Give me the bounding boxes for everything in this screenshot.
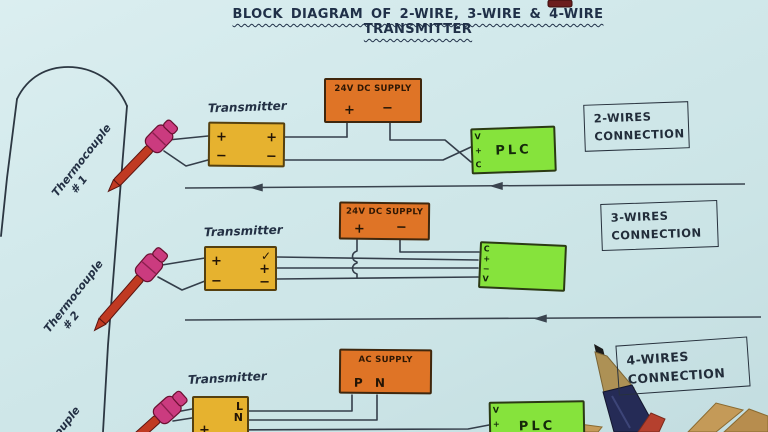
plc-2-label	[481, 258, 564, 262]
dc-supply-2-label: 24V DC SUPPLY	[345, 206, 424, 218]
hand-fingers	[554, 402, 768, 432]
dc-supply-1-box: 24V DC SUPPLY + −	[324, 78, 422, 123]
plc-terminal-c: C	[483, 244, 490, 254]
terminal-plus: +	[215, 129, 228, 145]
connection-label-3wires: 3-WIRES CONNECTION	[600, 199, 719, 251]
terminal-n: N	[233, 411, 243, 424]
dc-supply-1-label: 24V DC SUPPLY	[334, 84, 412, 94]
dc-supply-2-box: 24V DC SUPPLY + −	[338, 201, 431, 241]
section-divider-lines	[184, 181, 762, 323]
terminal-plus: +	[353, 221, 365, 237]
board-magnet	[547, 0, 573, 8]
pen	[594, 344, 659, 432]
output-check-terminal: ✓	[260, 249, 271, 263]
connection-line2: CONNECTION	[611, 225, 702, 243]
pen-point	[594, 344, 605, 357]
terminal-minus: −	[265, 149, 277, 165]
terminal-l: L	[235, 400, 243, 413]
ac-supply-label: AC SUPPLY	[358, 354, 413, 366]
transmitter-1-box: + − + −	[207, 121, 286, 168]
transmitter-2-box: + − ✓ + −	[204, 246, 277, 291]
plc-terminal-v: V	[482, 274, 489, 284]
transmitter-1-label: Transmitter	[207, 98, 287, 116]
wires-4wire	[172, 394, 490, 431]
plc-2-box: C + − V	[478, 241, 567, 292]
terminal-minus: −	[382, 101, 393, 116]
terminal-plus: +	[344, 103, 355, 118]
plc-3-box: PLC V +	[488, 400, 586, 432]
thermocouple-1-icon	[107, 119, 179, 193]
plc-terminal-plus: +	[492, 419, 500, 429]
plc-terminal-plus: +	[474, 146, 482, 156]
tank-outline	[0, 66, 128, 432]
terminal-plus: +	[211, 254, 222, 269]
transmitter-2-label: Transmitter	[203, 222, 283, 240]
plc-terminal-minus: −	[482, 264, 490, 274]
plc-1-label: PLC	[495, 142, 532, 159]
terminal-n: N	[374, 375, 386, 390]
connection-label-4wires: 4-WIRES CONNECTION	[615, 336, 751, 396]
thermocouple-2-icon	[93, 247, 169, 332]
terminal-minus: −	[211, 274, 222, 289]
wire-hop-crossings	[351, 239, 358, 279]
terminal-p: P	[353, 375, 363, 390]
transmitter-3-box: L N +	[192, 396, 249, 432]
connection-line2: CONNECTION	[594, 126, 685, 144]
plc-1-box: PLC V + C	[470, 125, 557, 175]
plc-terminal-v: V	[474, 132, 481, 142]
plc-terminal-v: V	[492, 405, 500, 415]
ac-supply-box: AC SUPPLY P N	[338, 348, 433, 395]
pen-body	[602, 384, 659, 432]
wires-2wire	[163, 120, 472, 167]
terminal-plus: +	[259, 262, 270, 277]
terminal-plus: +	[266, 130, 278, 146]
wires-3wire	[157, 239, 480, 291]
terminal-minus: −	[259, 275, 270, 290]
plc-terminal-c: C	[475, 160, 482, 170]
diagram-title: BLOCK DIAGRAM OF 2-WIRE, 3-WIRE & 4-WIRE…	[232, 7, 604, 37]
plc-terminal-plus: +	[483, 254, 491, 264]
thermocouple-3-icon	[111, 390, 188, 432]
terminal-plus: +	[199, 423, 210, 432]
plc-3-label: PLC	[518, 418, 556, 432]
connection-label-2wires: 2-WIRES CONNECTION	[583, 101, 690, 152]
terminal-minus: −	[215, 148, 227, 164]
terminal-minus: −	[395, 220, 407, 236]
